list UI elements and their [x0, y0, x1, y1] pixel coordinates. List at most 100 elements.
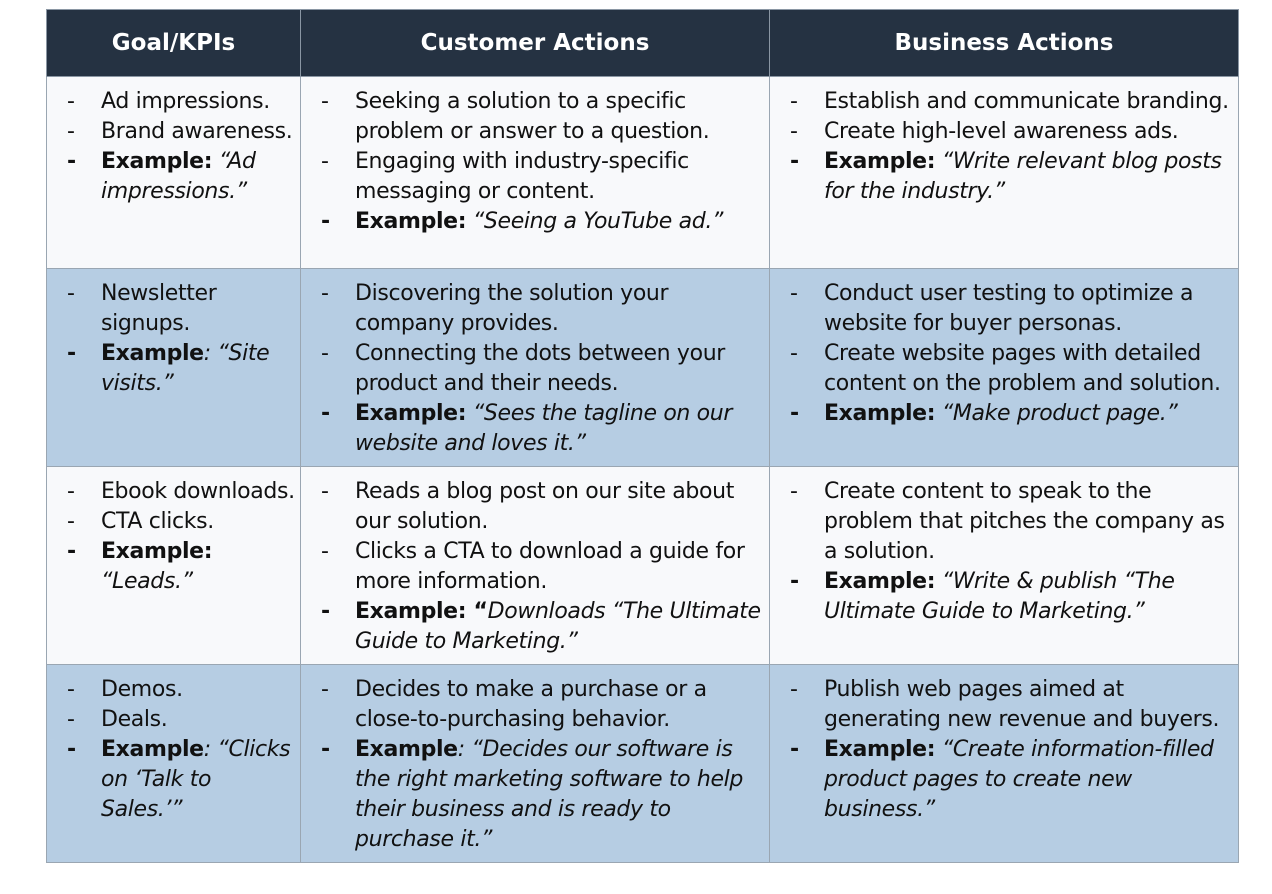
list-item-text: Ebook downloads.	[101, 479, 295, 504]
bullet-dash: -	[321, 89, 329, 114]
bullet-list: - Seeking a solution to a specific proble…	[311, 87, 765, 237]
example-label: Example:	[101, 539, 213, 564]
example-item: -Example: “Ad impressions.”	[57, 147, 296, 207]
bullet-list: -Reads a blog post on our site about our…	[311, 477, 765, 657]
list-item-text: Clicks a CTA to download a guide for mor…	[355, 539, 745, 594]
example-label: Example: “	[355, 599, 488, 624]
example-label: Example:	[824, 737, 936, 762]
list-item-text: Establish and communicate branding.	[824, 89, 1229, 114]
list-item-text: Engaging with industry-specific messagin…	[355, 149, 689, 204]
list-item: - Publish web pages aimed at generating n…	[780, 675, 1234, 735]
example-text: Downloads “The Ultimate Guide to Marketi…	[355, 599, 761, 654]
bullet-dash: -	[790, 401, 799, 426]
bullet-dash: -	[67, 89, 75, 114]
list-item-text: Decides to make a purchase or a close-to…	[355, 677, 707, 732]
example-text: “Create information-filled product pages…	[824, 737, 1214, 822]
list-item-text: Create content to speak to the problem t…	[824, 479, 1225, 564]
bullet-dash: -	[321, 209, 330, 234]
example-label: Example:	[355, 209, 467, 234]
table-body: -Ad impressions.-Brand awareness.-Exampl…	[46, 76, 1239, 863]
list-item-text: Connecting the dots between your product…	[355, 341, 725, 396]
list-item: - Discovering the solution your company p…	[311, 279, 765, 339]
bullet-dash: -	[790, 149, 799, 174]
list-item: - Create website pages with detailed cont…	[780, 339, 1234, 399]
list-item-text: Create high-level awareness ads.	[824, 119, 1179, 144]
bullet-list: -Conduct user testing to optimize a webs…	[780, 279, 1234, 429]
bullet-dash: -	[790, 119, 798, 144]
example-item: -Example: “Write relevant blog posts for…	[780, 147, 1234, 207]
bullet-dash: -	[67, 281, 75, 306]
bullet-list: -Establish and communicate branding.-Cre…	[780, 87, 1234, 207]
list-item: -Ad impressions.	[57, 87, 296, 117]
list-item-text: CTA clicks.	[101, 509, 214, 534]
list-item: -Create content to speak to the problem …	[780, 477, 1234, 567]
list-item-text: Publish web pages aimed at generating ne…	[824, 677, 1220, 732]
list-item-text: Discovering the solution your company pr…	[355, 281, 669, 336]
cell-business-actions: -Conduct user testing to optimize a webs…	[769, 268, 1239, 467]
list-item: -Connecting the dots between your produc…	[311, 339, 765, 399]
bullet-dash: -	[790, 281, 798, 306]
list-item: -Deals.	[57, 705, 296, 735]
bullet-dash: -	[790, 677, 798, 702]
cell-goal-kpis: -Ebook downloads.-CTA clicks.-Example: “…	[46, 466, 301, 665]
bullet-list: - Discovering the solution your company p…	[311, 279, 765, 459]
header-business-actions: Business Actions	[769, 9, 1239, 77]
example-text: “Make product page.”	[941, 401, 1178, 426]
bullet-dash: -	[790, 89, 798, 114]
bullet-dash: -	[67, 737, 76, 762]
bullet-list: -Ad impressions.-Brand awareness.-Exampl…	[57, 87, 296, 207]
bullet-dash: -	[321, 401, 330, 426]
example-item: -Example: “Create information-filled pro…	[780, 735, 1234, 825]
cell-customer-actions: - Decides to make a purchase or a close-t…	[300, 664, 770, 863]
list-item: - Decides to make a purchase or a close-t…	[311, 675, 765, 735]
example-text: “Ad impressions.”	[101, 149, 256, 204]
list-item: -Newsletter signups.	[57, 279, 296, 339]
cell-customer-actions: - Discovering the solution your company p…	[300, 268, 770, 467]
table-row: -Ebook downloads.-CTA clicks.-Example: “…	[46, 466, 1239, 665]
example-text: : “Site visits.”	[101, 341, 270, 396]
list-item-text: Create website pages with detailed conte…	[824, 341, 1221, 396]
table-row: -Newsletter signups.-Example: “Site visi…	[46, 268, 1239, 467]
bullet-dash: -	[321, 149, 329, 174]
example-item: -Example: “Write & publish “The Ultimate…	[780, 567, 1234, 627]
bullet-list: -Publish web pages aimed at generating n…	[780, 675, 1234, 825]
example-item: -Example: “Leads.”	[57, 537, 296, 597]
list-item: - CTA clicks.	[57, 507, 296, 537]
bullet-dash: -	[67, 677, 75, 702]
cell-goal-kpis: -Ad impressions.-Brand awareness.-Exampl…	[46, 76, 301, 269]
bullet-dash: -	[321, 599, 330, 624]
example-label: Example:	[824, 401, 936, 426]
bullet-dash: -	[67, 509, 75, 534]
cell-customer-actions: -Reads a blog post on our site about our…	[300, 466, 770, 665]
bullet-dash: -	[790, 341, 798, 366]
table-row: -Ad impressions.-Brand awareness.-Exampl…	[46, 76, 1239, 269]
bullet-dash: -	[321, 539, 329, 564]
cell-business-actions: -Create content to speak to the problem …	[769, 466, 1239, 665]
example-text: : “Decides our software is the right mar…	[355, 737, 744, 852]
cell-customer-actions: - Seeking a solution to a specific proble…	[300, 76, 770, 269]
bullet-list: -Demos.-Deals.-Example: “Clicks on ‘Talk…	[57, 675, 296, 825]
example-label: Example:	[824, 149, 936, 174]
bullet-dash: -	[67, 149, 76, 174]
header-customer-actions: Customer Actions	[300, 9, 770, 77]
bullet-list: -Ebook downloads.-CTA clicks.-Example: “…	[57, 477, 296, 597]
example-text: “Leads.”	[101, 569, 193, 594]
list-item: - Engaging with industry-specific messagi…	[311, 147, 765, 207]
bullet-dash: -	[321, 677, 329, 702]
bullet-dash: -	[67, 341, 76, 366]
bullet-list: -Newsletter signups.-Example: “Site visi…	[57, 279, 296, 399]
header-row: Goal/KPIs Customer Actions Business Acti…	[46, 9, 1239, 77]
bullet-dash: -	[67, 119, 75, 144]
bullet-dash: -	[321, 281, 329, 306]
list-item: -Conduct user testing to optimize a webs…	[780, 279, 1234, 339]
example-item: -Example: “Sees the tagline on our websi…	[311, 399, 765, 459]
example-label: Example:	[824, 569, 936, 594]
list-item-text: Seeking a solution to a specific problem…	[355, 89, 710, 144]
kpi-actions-table: Goal/KPIs Customer Actions Business Acti…	[46, 9, 1239, 863]
example-item: -Example: “Site visits.”	[57, 339, 296, 399]
example-item: -Example: “Seeing a YouTube ad.”	[311, 207, 765, 237]
bullet-dash: -	[790, 737, 799, 762]
list-item: - Create high-level awareness ads.	[780, 117, 1234, 147]
list-item-text: Deals.	[101, 707, 168, 732]
bullet-dash: -	[67, 539, 76, 564]
